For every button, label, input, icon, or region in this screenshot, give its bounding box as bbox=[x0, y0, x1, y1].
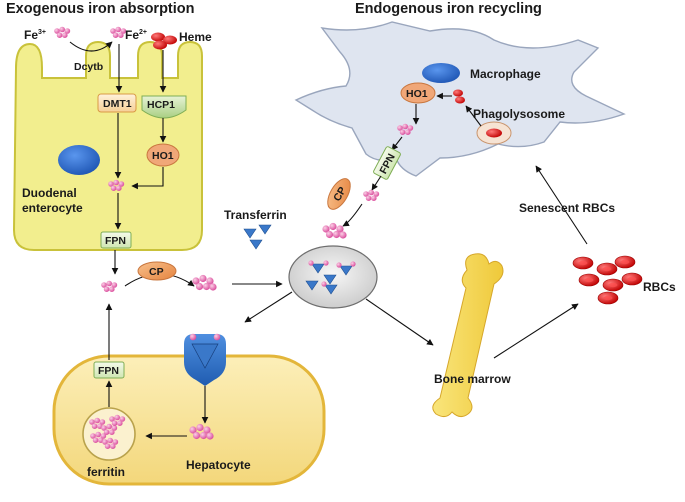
blood-fe2-cluster bbox=[101, 280, 118, 292]
macrophage-heme bbox=[453, 89, 465, 104]
free-transferrin-icons bbox=[243, 224, 272, 250]
ho1-macrophage-enzyme bbox=[400, 82, 436, 104]
fpn-mac-export-arrow bbox=[371, 175, 382, 191]
heme-label: Heme bbox=[179, 30, 212, 44]
cp-mac-oxidation-arrow bbox=[342, 203, 363, 227]
hepatocyte-label: Hepatocyte bbox=[186, 458, 251, 472]
cp-macrophage-enzyme: CP bbox=[327, 178, 351, 210]
heme-molecules bbox=[151, 32, 177, 50]
heading-exogenous: Exogenous iron absorption bbox=[6, 1, 195, 17]
fpn-macrophage-exporter: FPN bbox=[373, 146, 401, 180]
macrophage-label: Macrophage bbox=[470, 67, 541, 81]
duodenal-enterocyte-cell bbox=[12, 40, 203, 251]
dmt1-transporter bbox=[97, 93, 137, 113]
fpn-gut-exporter bbox=[100, 231, 132, 249]
dcytb-reduction-arrow bbox=[69, 41, 113, 52]
rbcs-to-macrophage-arrow bbox=[535, 165, 588, 245]
iron-to-fpn-mac-arrow bbox=[391, 136, 403, 151]
enterocyte-nucleus bbox=[58, 145, 100, 175]
ho1-macrophage-label: HO1 bbox=[406, 88, 428, 100]
senescent-rbcs-label: Senescent RBCs bbox=[519, 201, 615, 215]
holo-transferrin-complexes bbox=[305, 260, 356, 295]
fpn-hepatocyte-label: FPN bbox=[98, 365, 119, 377]
hcp1-label: HCP1 bbox=[147, 99, 175, 111]
ferritin-label: ferritin bbox=[87, 465, 125, 479]
duodenal-label-line2: enterocyte bbox=[22, 201, 83, 215]
ho1-gut-enzyme bbox=[146, 143, 180, 167]
rbcs-label: RBCs bbox=[643, 280, 676, 294]
ho1-to-pool-arrow bbox=[131, 167, 164, 190]
ferritin-shell bbox=[82, 407, 136, 461]
hcp1-transporter bbox=[141, 95, 187, 119]
macrophage-fe3-cluster bbox=[322, 222, 347, 239]
fe2-iron-cluster bbox=[110, 26, 127, 38]
fe3-iron-cluster bbox=[54, 26, 71, 38]
bone-marrow-bone bbox=[432, 253, 504, 418]
pool-to-hepatocyte-arrow bbox=[244, 291, 293, 323]
phagolysosome-label: Phagolysosome bbox=[473, 107, 565, 121]
phagolysosome-to-heme-arrow bbox=[465, 105, 482, 127]
duodenal-label-line1: Duodenal bbox=[22, 186, 77, 200]
macrophage-nucleus bbox=[422, 63, 460, 83]
cp-blood-label: CP bbox=[149, 266, 164, 278]
blood-fe3-cluster bbox=[192, 274, 217, 291]
ho1-gut-label: HO1 bbox=[152, 150, 174, 162]
macrophage-exported-fe2 bbox=[363, 189, 380, 201]
bone-marrow-to-rbcs-arrow bbox=[493, 303, 579, 359]
cp-blood-enzyme bbox=[137, 261, 177, 281]
pool-to-bone-marrow-arrow bbox=[365, 298, 434, 346]
dmt1-label: DMT1 bbox=[103, 98, 132, 110]
phagocytosed-rbc bbox=[486, 128, 502, 138]
dcytb-label: Dcytb bbox=[74, 61, 103, 73]
heading-endogenous: Endogenous iron recycling bbox=[355, 1, 542, 17]
fe3-label: Fe3+ bbox=[24, 28, 46, 42]
fpn-hepatocyte-exporter bbox=[93, 361, 125, 379]
bone-marrow-label: Bone marrow bbox=[434, 372, 511, 386]
rbc-cluster bbox=[572, 255, 643, 305]
transferrin-receptor bbox=[184, 333, 226, 386]
transferrin-label: Transferrin bbox=[224, 208, 287, 222]
fe2-label: Fe2+ bbox=[125, 28, 147, 42]
fpn-gut-label: FPN bbox=[105, 235, 126, 247]
